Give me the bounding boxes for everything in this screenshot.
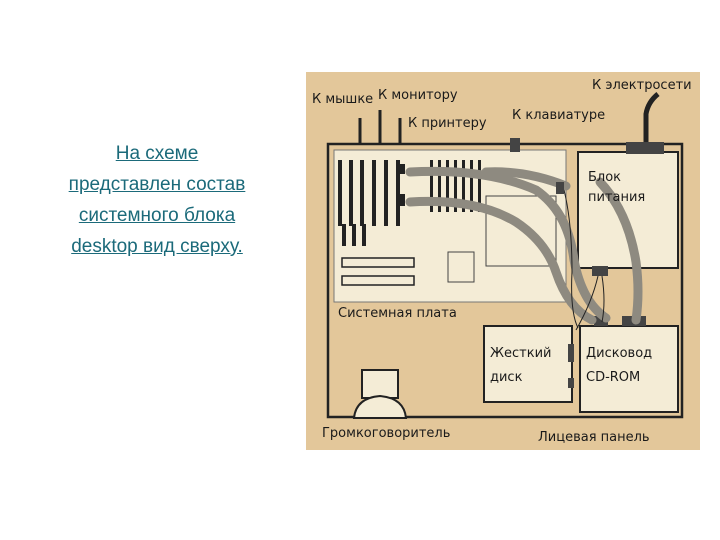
label-monitor: К монитору [378,88,458,103]
psu-connector [592,266,608,276]
expansion-slots [338,160,400,226]
memory-slots [430,160,481,212]
hard-disk [483,325,573,403]
speaker-body [361,369,399,399]
caption-line-3: системного блока [78,205,236,226]
label-cdrom-2: CD-ROM [586,370,641,385]
power-cord [643,92,660,142]
printer-port [398,194,405,206]
cpu-chip [485,195,557,267]
caption-line-4: desktop вид сверху. [71,236,243,257]
label-keyboard: К клавиатуре [512,108,606,123]
cd-rom-drive [579,325,679,413]
label-cdrom-1: Дисковод [586,346,653,361]
diagram-drawing [326,92,684,419]
label-power-outlet: К электросети [592,78,692,93]
label-printer: К принтеру [408,116,487,131]
bus-slot-2 [341,275,415,286]
label-motherboard: Системная плата [338,306,457,321]
chipset [447,251,475,283]
power-cord-plug [626,142,664,154]
case-outline [326,142,684,419]
label-psu-1: Блок [588,170,622,185]
caption-line-2: представлен состав [68,174,246,195]
short-slots [342,224,366,246]
thin-wires [563,189,605,331]
external-plugs [358,110,402,144]
power-supply [577,151,679,269]
slide-caption: На схеме представлен состав системного б… [18,138,296,262]
label-hdd-1: Жесткий [490,346,552,361]
label-front-panel: Лицевая панель [538,430,650,445]
caption-line-1: На схеме [115,143,199,164]
label-psu-2: питания [588,190,646,205]
mouse-port [398,164,405,174]
speaker-cone [352,394,408,419]
keyboard-connector [510,138,520,152]
label-hdd-2: диск [490,370,523,385]
system-unit-diagram: К мышке К монитору К принтеру К клавиату… [306,72,700,450]
label-speaker: Громкоговоритель [322,426,451,441]
bus-slot-1 [341,257,415,268]
label-mouse: К мышке [312,92,374,107]
